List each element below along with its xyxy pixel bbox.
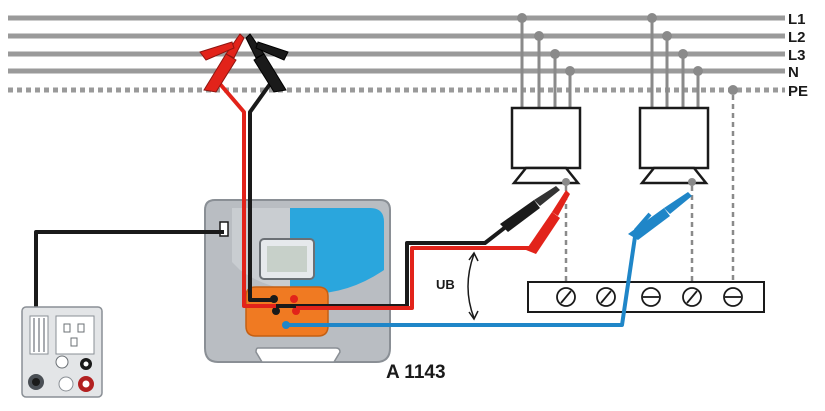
wire-black-top — [248, 82, 274, 302]
appliance-2-base — [639, 166, 709, 185]
wire-blue — [286, 212, 652, 327]
appliance-1-base — [511, 166, 581, 185]
red-crocodile-clip — [199, 33, 245, 93]
voltage-label: UB — [436, 277, 455, 292]
device-model-label: A 1143 — [386, 362, 446, 383]
appliance-2 — [638, 13, 710, 282]
measurement-instrument — [204, 199, 391, 363]
label-l1: L1 — [788, 11, 806, 28]
blue-clip-appliance-2 — [628, 192, 692, 240]
voltage-arrow — [467, 251, 479, 321]
label-l2: L2 — [788, 29, 806, 46]
label-pe: PE — [788, 83, 808, 100]
wire-red-top — [218, 82, 294, 308]
label-l3: L3 — [788, 47, 806, 64]
small-tester — [21, 306, 103, 398]
appliance-1 — [510, 13, 582, 282]
terminal-block — [527, 281, 765, 313]
label-n: N — [788, 64, 799, 81]
red-clip-appliance-1 — [526, 190, 570, 254]
black-clip-appliance-1 — [500, 186, 560, 232]
appliance-2-body — [638, 106, 710, 170]
appliance-1-body — [510, 106, 582, 170]
terminal-screws — [556, 287, 743, 307]
black-crocodile-clip — [245, 33, 289, 93]
